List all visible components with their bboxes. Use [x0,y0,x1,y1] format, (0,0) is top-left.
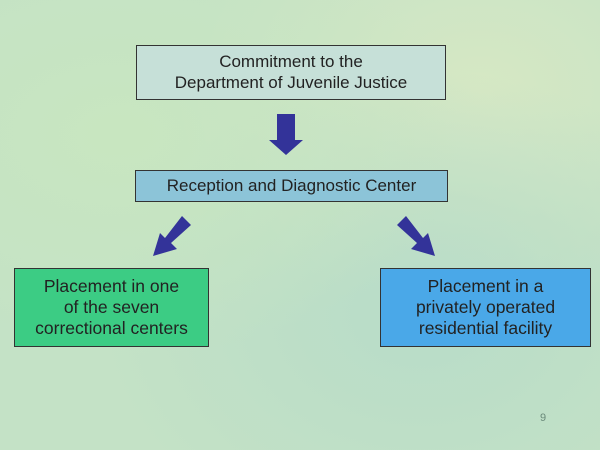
reception-box: Reception and Diagnostic Center [135,170,448,202]
correctional-line-1: Placement in one [43,276,180,296]
correctional-line-2: of the seven [63,297,160,317]
commitment-line-1: Commitment to the [219,52,363,72]
reception-label: Reception and Diagnostic Center [166,175,417,195]
page-number: 9 [540,412,547,424]
private-facility-box: Placement in a privately operated reside… [380,268,591,347]
down-right-arrow-icon [397,216,435,256]
down-arrow-icon [269,114,303,155]
commitment-box: Commitment to the Department of Juvenile… [136,45,446,100]
correctional-centers-box: Placement in one of the seven correction… [14,268,209,347]
private-line-2: privately operated [415,297,556,317]
commitment-line-2: Department of Juvenile Justice [174,72,408,92]
down-left-arrow-icon [153,216,191,256]
correctional-line-3: correctional centers [35,318,188,338]
private-line-1: Placement in a [427,276,544,296]
private-line-3: residential facility [418,318,553,338]
